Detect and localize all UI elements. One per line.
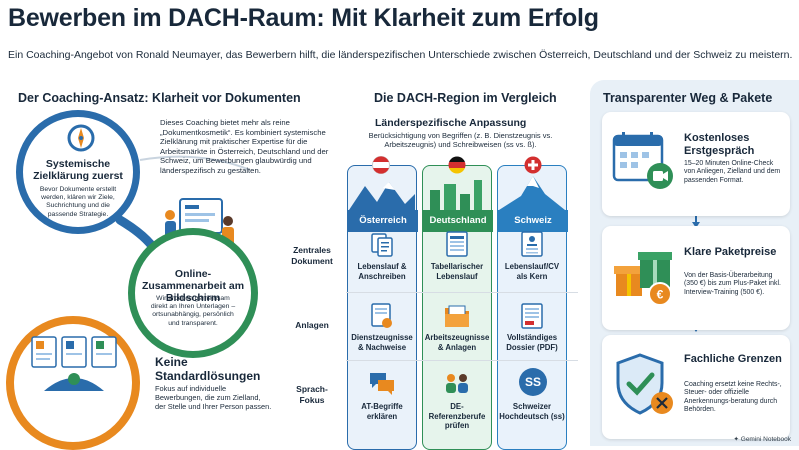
- row-divider: [346, 360, 578, 361]
- standardloesungen-text: Fokus auf individuelle Bewerbungen, die …: [155, 384, 272, 412]
- zielklaerung-text: Bevor Dokumente erstellt werden, klären …: [39, 186, 117, 218]
- column-deutschland: Deutschland: [422, 165, 493, 450]
- documents-illustration-icon: [31, 336, 117, 391]
- column-head-deutschland: Deutschland: [423, 210, 493, 232]
- shield-check-icon: [616, 353, 673, 415]
- euro-icon: €: [657, 288, 664, 302]
- card-title-grenzen: Fachliche Grenzen: [684, 353, 782, 365]
- cell-oesterreich-dokument: Lebenslauf & Anschreiben: [357, 262, 407, 281]
- cell-deutschland-sprache: DE-Referenzberufe prüfen: [428, 402, 486, 430]
- middle-description: Berücksichtigung von Begriffen (z. B. Di…: [368, 131, 553, 150]
- cv-document-icon: [521, 231, 543, 257]
- cell-schweiz-dokument: Lebenslauf/CV als Kern: [504, 262, 560, 281]
- card-title-paketpreise: Klare Paketpreise: [684, 246, 777, 258]
- card-text-paketpreise: Von der Basis-Überarbeitung (350 €) bis …: [684, 272, 781, 296]
- row-label-dokument: Zentrales Dokument: [291, 245, 333, 266]
- page-title: Bewerben im DACH-Raum: Mit Klarheit zum …: [8, 4, 599, 32]
- column-head-oesterreich: Österreich: [348, 210, 418, 232]
- left-heading: Der Coaching-Ansatz: Klarheit vor Dokume…: [18, 91, 301, 105]
- coaching-intro: Dieses Coaching bietet mehr als reine „D…: [160, 118, 329, 175]
- card-grenzen: Fachliche Grenzen Coaching ersetzt keine…: [602, 335, 790, 439]
- card-erstgespraech: Kostenloses Erstgespräch 15–20 Minuten O…: [602, 112, 790, 216]
- middle-subheading: Länderspezifische Anpassung: [375, 117, 527, 129]
- card-title-erstgespraech: Kostenloses Erstgespräch: [684, 132, 755, 157]
- table-document-icon: [446, 231, 468, 257]
- online-zusammenarbeit-text: Wir arbeiten gemeinsam direkt an Ihren U…: [150, 295, 236, 327]
- row-label-anlagen: Anlagen: [295, 320, 329, 330]
- cell-oesterreich-sprache: AT-Begriffe erklären: [361, 402, 403, 421]
- dossier-icon: [521, 303, 543, 329]
- card-text-erstgespraech: 15–20 Minuten Online-Check von Anliegen,…: [684, 160, 781, 184]
- cell-deutschland-anlagen: Arbeitszeugnisse & Anlagen: [424, 333, 490, 352]
- gift-price-icon: €: [614, 252, 672, 306]
- card-paketpreise: € Klare Paketpreise Von der Basis-Überar…: [602, 226, 790, 330]
- standardloesungen-title: Keine Standardlösungen: [155, 355, 261, 383]
- certificate-icon: [371, 303, 392, 328]
- documents-icon: [371, 233, 393, 257]
- calendar-video-icon: [612, 132, 673, 189]
- brand-icon: ✦: [733, 436, 741, 443]
- germany-flag-icon: [448, 156, 466, 174]
- online-zusammenarbeit-title: Online-Zusammenarbeit am Bildschirm: [141, 268, 245, 304]
- card-text-grenzen: Coaching ersetzt keine Rechts-, Steuer- …: [684, 381, 782, 414]
- cell-schweiz-sprache: Schweizer Hochdeutsch (ss): [499, 402, 565, 421]
- row-label-sprachfokus: Sprach-Fokus: [296, 384, 328, 405]
- online-zusammenarbeit-circle: [128, 228, 258, 358]
- compass-icon: [67, 124, 95, 152]
- cell-oesterreich-anlagen: Dienstzeugnisse & Nachweise: [351, 333, 413, 352]
- switzerland-flag-icon: [524, 156, 542, 174]
- folder-icon: [445, 305, 469, 327]
- cell-deutschland-dokument: Tabellarischer Lebenslauf: [430, 262, 484, 281]
- ss-badge-icon: SS: [519, 368, 547, 396]
- page-subtitle: Ein Coaching-Angebot von Ronald Neumayer…: [8, 49, 793, 61]
- middle-heading: Die DACH-Region im Vergleich: [374, 91, 557, 105]
- footer-brand-label: Gemini Notebook: [740, 436, 791, 443]
- zielklaerung-title: Systemische Zielklärung zuerst: [33, 158, 123, 182]
- footer-brand: ✦ Gemini Notebook: [734, 435, 792, 443]
- mountains-icon: [349, 182, 415, 210]
- city-skyline-icon: [430, 180, 482, 210]
- austria-flag-icon: [372, 156, 390, 174]
- people-check-icon: [446, 374, 468, 393]
- cell-schweiz-anlagen: Vollständiges Dossier (PDF): [506, 333, 558, 352]
- column-head-schweiz: Schweiz: [498, 210, 568, 232]
- speech-bubbles-icon: [370, 373, 394, 395]
- row-divider: [346, 292, 578, 293]
- right-heading: Transparenter Weg & Pakete: [603, 91, 773, 105]
- matterhorn-icon: [499, 176, 565, 210]
